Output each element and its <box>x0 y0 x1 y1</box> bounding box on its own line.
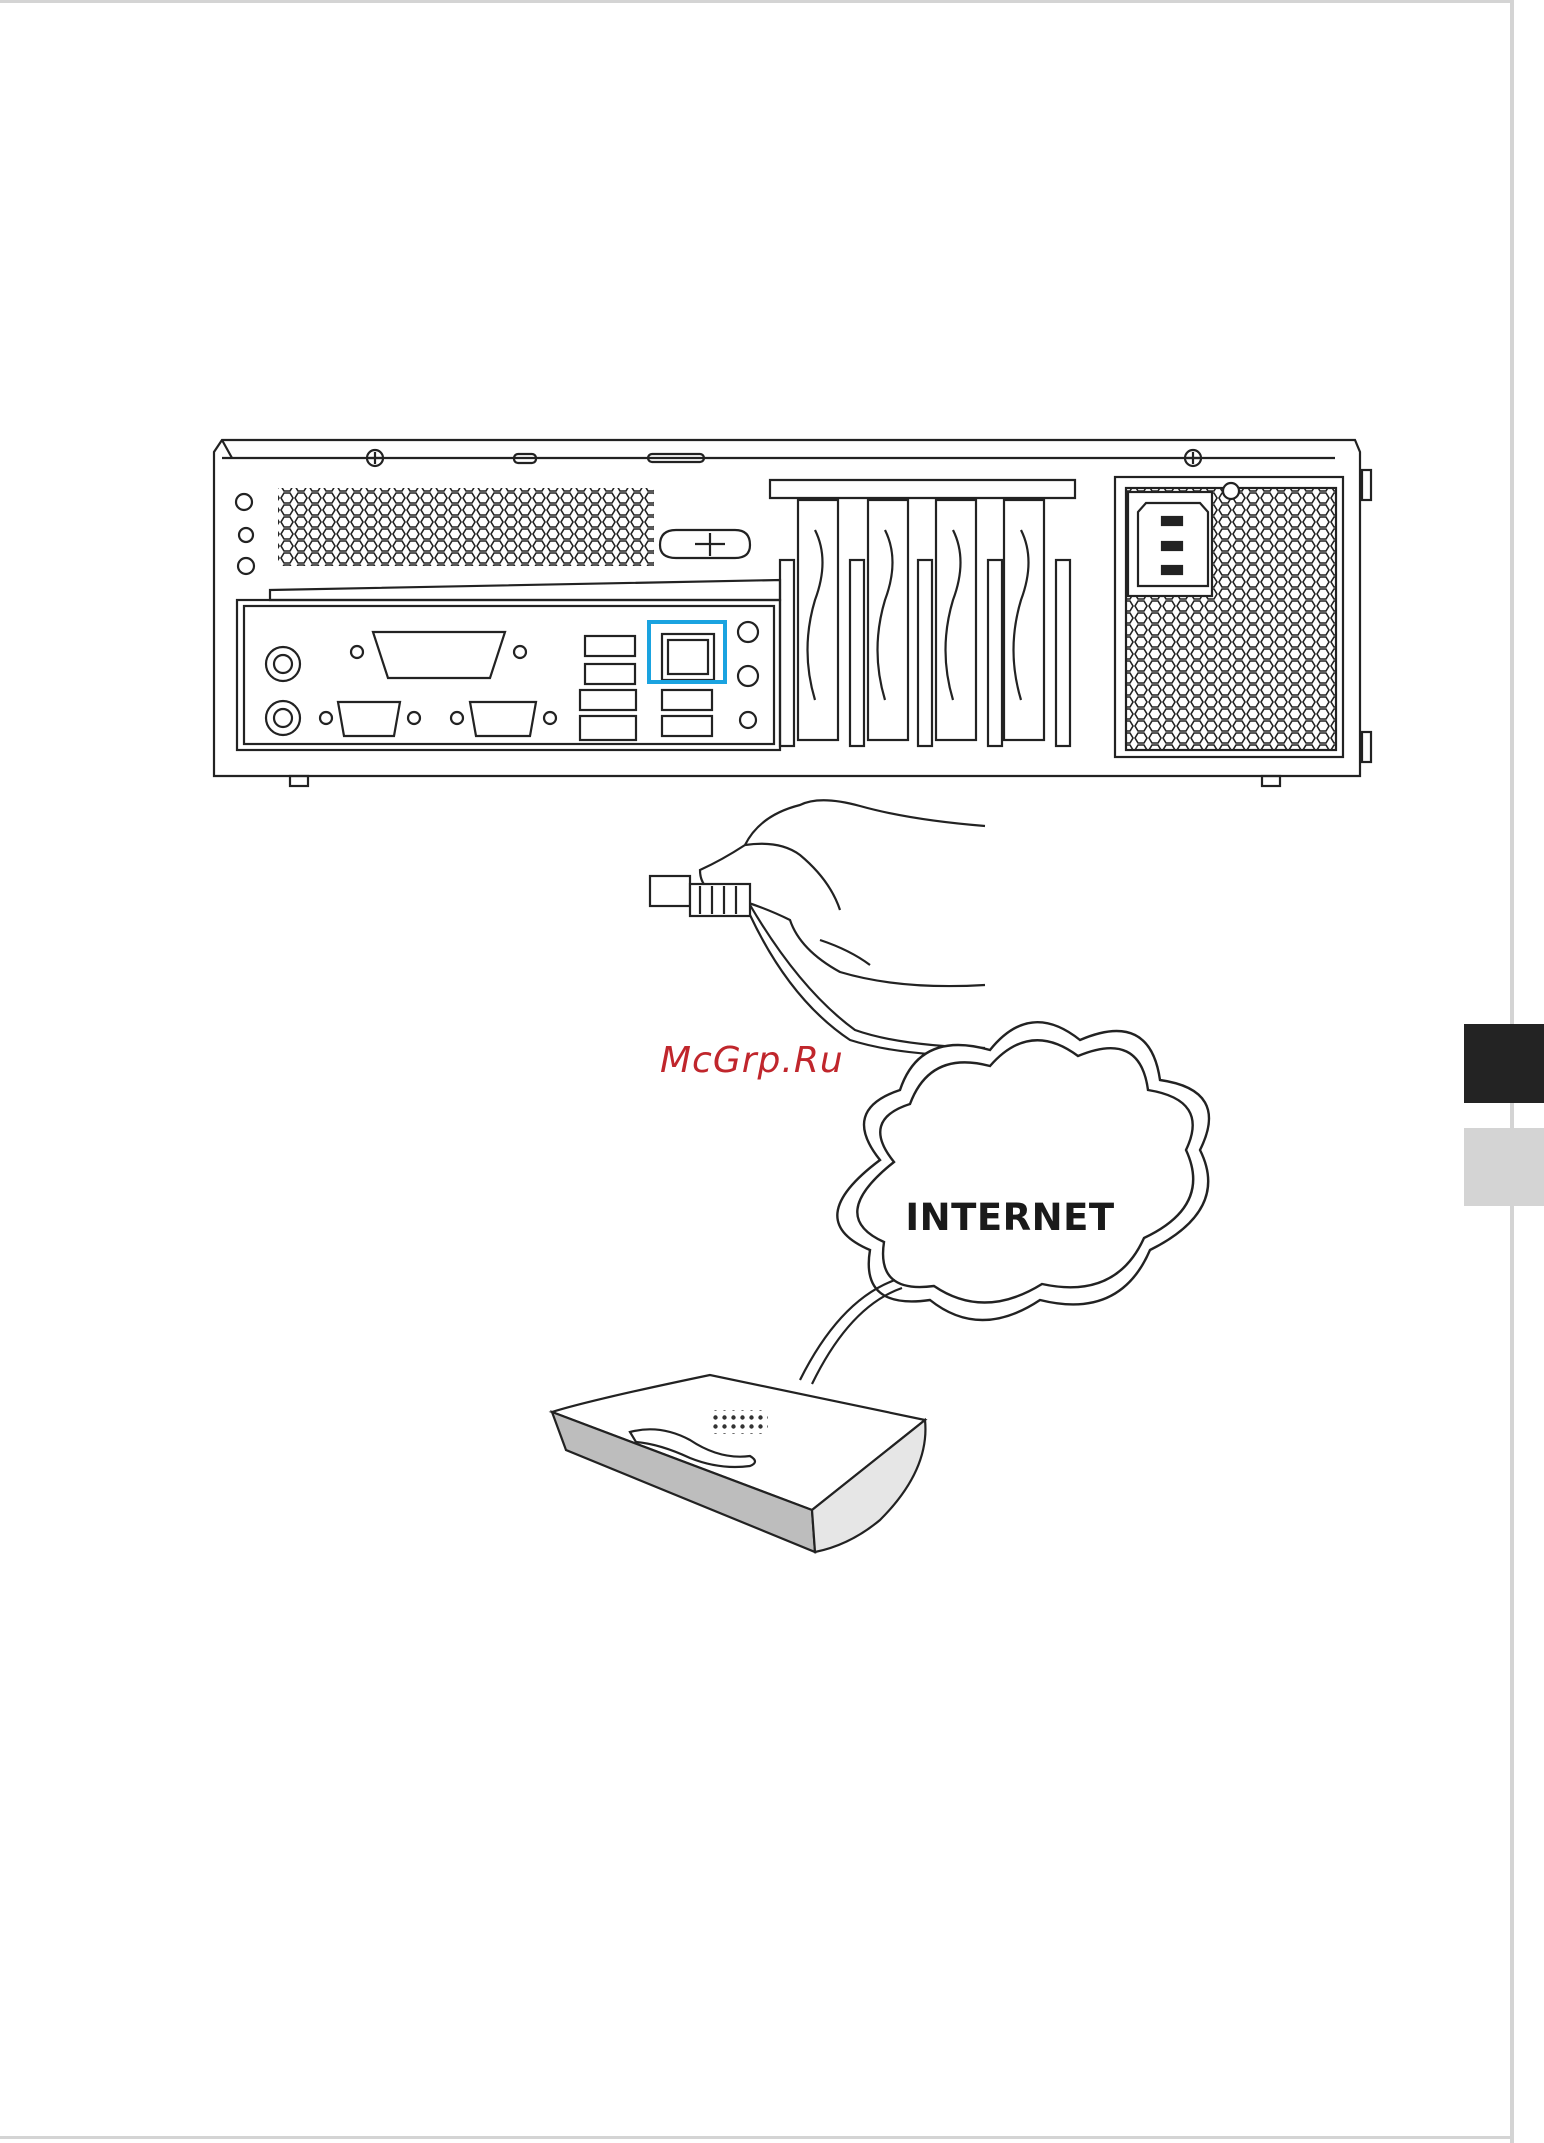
section-tab-inactive <box>1464 1128 1544 1206</box>
network-modem-icon <box>552 1375 925 1552</box>
internet-label: INTERNET <box>880 1196 1140 1239</box>
pc-back-panel-icon <box>214 440 1371 786</box>
section-tab-active <box>1464 1024 1544 1103</box>
watermark-text: McGrp.Ru <box>660 1040 900 1081</box>
rj45-plug-in-hand-icon <box>650 800 985 1056</box>
